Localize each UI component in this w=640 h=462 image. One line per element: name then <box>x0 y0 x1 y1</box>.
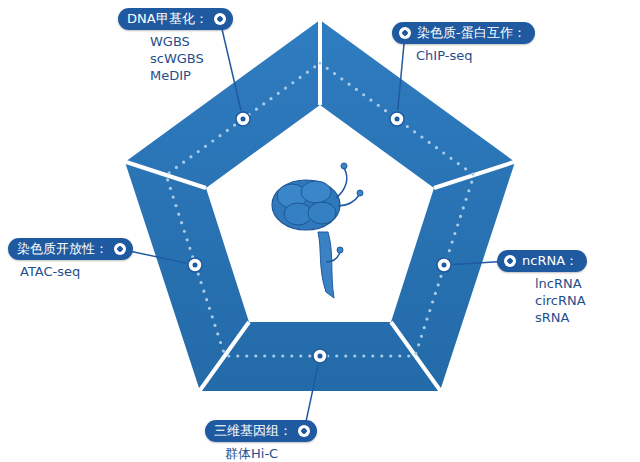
dotted-track <box>166 63 474 356</box>
leader-line <box>221 27 240 110</box>
heading-pill: DNA甲基化： <box>118 8 233 30</box>
method-item: WGBS <box>150 33 233 50</box>
target-icon <box>214 13 226 25</box>
method-item: MeDIP <box>150 67 233 84</box>
target-icon <box>504 255 516 267</box>
method-item: circRNA <box>535 292 587 309</box>
category-heading: DNA甲基化： <box>127 10 208 28</box>
method-item: ChIP-seq <box>416 47 535 64</box>
category-heading: 三维基因组： <box>214 422 292 440</box>
target-icon <box>298 425 310 437</box>
category-label: 染色质开放性： ATAC-seq <box>8 238 133 280</box>
heading-pill: 染色质-蛋白互作： <box>392 22 535 44</box>
leader-line <box>398 41 404 110</box>
method-item: lncRNA <box>535 275 587 292</box>
method-item: ATAC-seq <box>20 263 133 280</box>
heading-pill: 染色质开放性： <box>8 238 133 260</box>
segment-gaps <box>123 18 517 393</box>
ring-marker-dots <box>193 117 447 359</box>
nucleosome-illustration <box>272 163 363 298</box>
method-item: scWGBS <box>150 50 233 67</box>
method-item: sRNA <box>535 309 587 326</box>
leader-line <box>128 251 186 263</box>
category-label: DNA甲基化： WGBSscWGBSMeDIP <box>118 8 233 84</box>
heading-pill: 三维基因组： <box>205 420 317 442</box>
category-heading: 染色质开放性： <box>17 240 108 258</box>
category-label: ncRNA： lncRNAcircRNAsRNA <box>497 250 587 326</box>
leader-line <box>306 365 318 423</box>
leader-line <box>453 261 502 264</box>
category-label: 三维基因组： 群体Hi-C <box>205 420 317 462</box>
target-icon <box>399 27 411 39</box>
category-label: 染色质-蛋白互作： ChIP-seq <box>392 22 535 64</box>
target-icon <box>114 243 126 255</box>
category-heading: ncRNA： <box>522 252 578 270</box>
heading-pill: ncRNA： <box>497 250 587 272</box>
ring-markers <box>188 112 451 363</box>
method-item: 群体Hi-C <box>225 445 317 462</box>
category-heading: 染色质-蛋白互作： <box>417 24 526 42</box>
